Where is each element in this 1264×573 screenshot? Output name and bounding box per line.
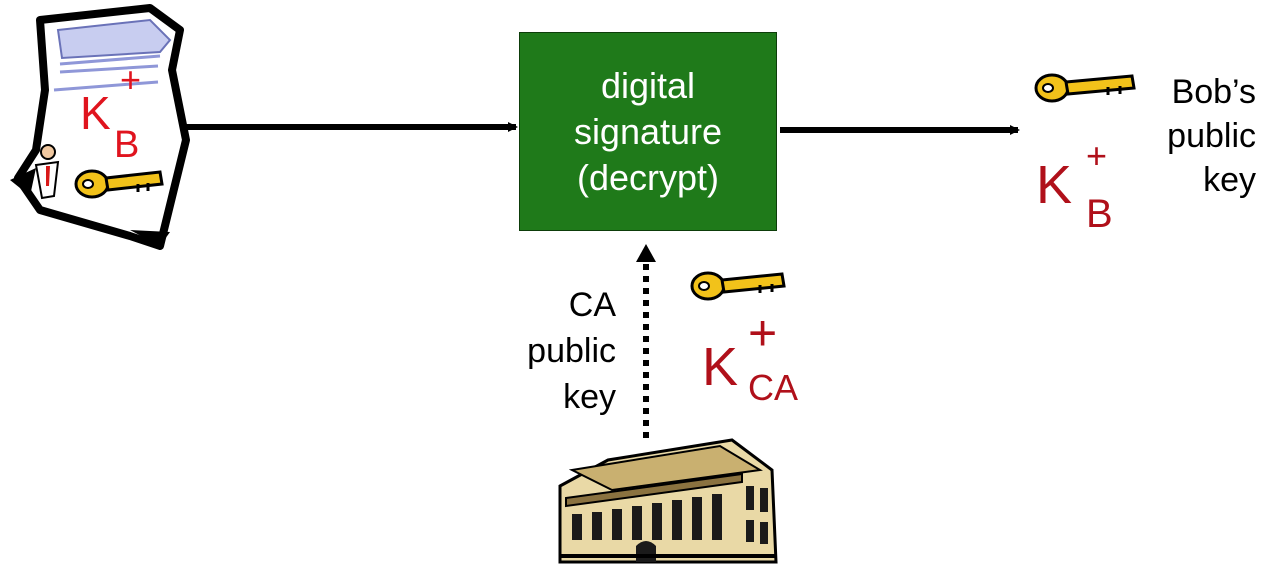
ca-label-line3: key [563, 378, 616, 416]
arrow-ca-key-head [636, 244, 656, 262]
key-icon [1034, 73, 1136, 103]
output-key-main: K [1036, 155, 1073, 215]
key-icon [690, 271, 786, 301]
ca-key-label: K + CA [702, 305, 822, 410]
cert-key-sub: B [114, 124, 140, 166]
ca-label-line1: CA [568, 286, 616, 324]
ca-key-main: K [702, 337, 739, 397]
signature-box-line1: digital [600, 64, 696, 106]
cert-key-sup: + [120, 59, 142, 100]
ca-label: CA public key [486, 282, 616, 420]
signature-box-line2: signature [573, 110, 723, 152]
building-icon [558, 438, 778, 564]
output-label-line3: key [1203, 161, 1256, 199]
output-key-sup: + [1086, 135, 1108, 176]
signature-box-line3: (decrypt) [576, 156, 720, 198]
signature-box: digital signature (decrypt) [519, 32, 777, 231]
output-label-line1: Bob’s [1171, 73, 1256, 111]
cert-key-main: K [80, 87, 111, 139]
cert-key-label: K + B [80, 62, 170, 165]
output-key-sub: B [1086, 192, 1113, 236]
ca-label-line2: public [527, 332, 616, 370]
output-label-line2: public [1167, 117, 1256, 155]
certificate-icon [10, 4, 190, 250]
output-key-label: K + B [1036, 138, 1136, 240]
key-icon [74, 169, 164, 199]
output-label: Bob’s public key [1132, 70, 1256, 202]
ca-key-sub: CA [748, 367, 799, 408]
ca-key-sup: + [748, 305, 778, 361]
